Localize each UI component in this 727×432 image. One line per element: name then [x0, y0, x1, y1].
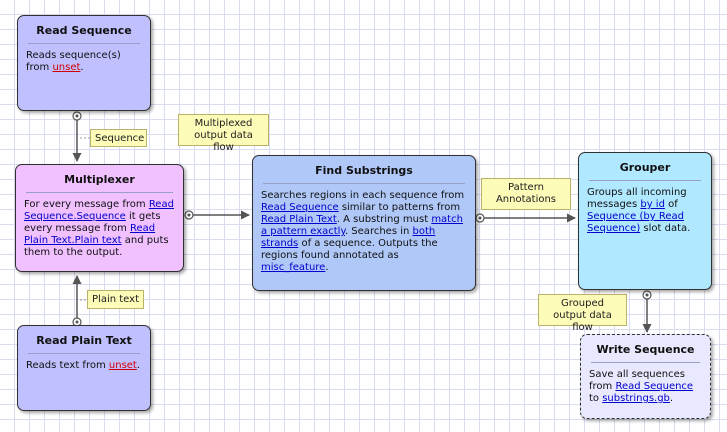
multiplexer-divider: [26, 192, 173, 193]
write-sequence-desc-text-1: Save all sequences from: [589, 369, 685, 392]
grouper-title: Grouper: [619, 161, 671, 174]
read-plain-text-description: Reads text from unset.: [18, 360, 150, 372]
find-substrings-divider: [263, 183, 465, 184]
port-read-plain-text-out-dot: [75, 320, 79, 324]
read-sequence-desc-text: Reads sequence(s) from: [26, 50, 121, 73]
note-grouped-output[interactable]: Grouped output data flow: [538, 294, 627, 333]
write-sequence-description: Save all sequences from Read Sequence to…: [581, 369, 710, 405]
write-sequence-divider: [591, 362, 700, 363]
port-multiplexer-out-dot: [187, 213, 191, 217]
write-sequence-desc-text-3: .: [669, 393, 674, 404]
port-read-sequence-out-dot: [75, 114, 79, 118]
write-sequence-link-output-file[interactable]: substrings.gb: [602, 393, 670, 404]
read-plain-text-desc-end: .: [136, 360, 141, 371]
multiplexer-link-read-plain-text[interactable]: Read Plain Text.Plain text: [24, 223, 156, 246]
find-substrings-desc-text-3: . A substring must: [336, 214, 432, 225]
read-sequence-node[interactable]: Read Sequence Reads sequence(s) from uns…: [17, 15, 151, 111]
find-substrings-link-read-plain-text[interactable]: Read Plain Text: [261, 214, 337, 225]
note-multiplexed-output[interactable]: Multiplexed output data flow: [178, 114, 269, 153]
port-find-substrings-out-dot: [478, 216, 482, 220]
find-substrings-title: Find Substrings: [315, 164, 413, 177]
port-grouper-out-dot: [645, 293, 649, 297]
find-substrings-link-both-strands[interactable]: both strands: [261, 226, 436, 249]
find-substrings-link-misc-feature[interactable]: misc_feature: [261, 262, 326, 273]
multiplexer-desc-text-2: it gets every message from: [24, 211, 161, 234]
multiplexer-desc-text-3: and puts them to the output.: [24, 235, 169, 258]
grouper-divider: [589, 180, 701, 181]
write-sequence-node[interactable]: Write Sequence Save all sequences from R…: [580, 334, 711, 419]
read-plain-text-node[interactable]: Read Plain Text Reads text from unset.: [17, 325, 151, 411]
read-sequence-title: Read Sequence: [36, 24, 132, 37]
write-sequence-desc-text-2: to: [589, 393, 603, 404]
find-substrings-desc-text-5: of a sequence. Outputs the regions found…: [261, 238, 438, 261]
read-plain-text-divider: [28, 353, 140, 354]
multiplexer-description: For every message from Read Sequence.Seq…: [16, 199, 183, 259]
grouper-desc-text-3: slot data.: [640, 223, 691, 234]
grouper-node[interactable]: Grouper Groups all incoming messages by …: [578, 152, 712, 290]
read-plain-text-desc-text: Reads text from: [26, 360, 109, 371]
write-sequence-link-read-sequence[interactable]: Read Sequence: [615, 381, 694, 392]
read-sequence-desc-end: .: [80, 62, 84, 73]
read-plain-text-title: Read Plain Text: [36, 334, 132, 347]
find-substrings-link-match-exactly[interactable]: match a pattern exactly: [261, 214, 463, 237]
note-pattern-annotations[interactable]: Pattern Annotations: [481, 178, 571, 210]
read-sequence-description: Reads sequence(s) from unset.: [18, 50, 150, 74]
read-sequence-divider: [28, 43, 140, 44]
multiplexer-node[interactable]: Multiplexer For every message from Read …: [15, 164, 184, 272]
find-substrings-node[interactable]: Find Substrings Searches regions in each…: [252, 155, 476, 291]
multiplexer-desc-text-1: For every message from: [24, 199, 149, 210]
multiplexer-link-read-sequence[interactable]: Read Sequence.Sequence: [24, 199, 174, 222]
grouper-link-by-id[interactable]: by id: [640, 199, 665, 210]
grouper-description: Groups all incoming messages by id of Se…: [579, 187, 711, 235]
write-sequence-title: Write Sequence: [596, 343, 695, 356]
multiplexer-title: Multiplexer: [64, 173, 135, 186]
grouper-link-sequence-slot[interactable]: Sequence (by Read Sequence): [587, 211, 684, 234]
find-substrings-link-read-sequence[interactable]: Read Sequence: [261, 202, 339, 213]
note-sequence[interactable]: Sequence: [90, 129, 147, 147]
grouper-desc-text-1: Groups all incoming messages: [587, 187, 687, 210]
find-substrings-description: Searches regions in each sequence from R…: [253, 190, 475, 274]
read-plain-text-source-link[interactable]: unset: [108, 360, 137, 371]
find-substrings-desc-text-2: similar to patterns from: [338, 202, 461, 213]
note-plain-text[interactable]: Plain text: [87, 290, 144, 309]
grouper-desc-text-2: of: [664, 199, 678, 210]
find-substrings-desc-text-6: .: [325, 262, 329, 273]
read-sequence-source-link[interactable]: unset: [52, 62, 81, 73]
find-substrings-desc-text-1: Searches regions in each sequence from: [261, 190, 465, 201]
find-substrings-desc-text-4: . Searches in: [344, 226, 413, 237]
